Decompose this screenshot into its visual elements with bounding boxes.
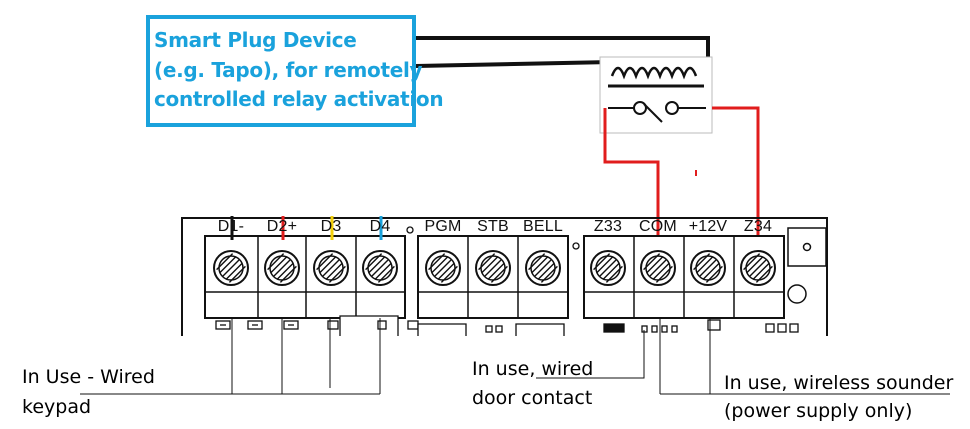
board-led xyxy=(787,284,807,304)
keypad-callout-line2: keypad xyxy=(22,396,92,418)
sounder-callout-line1: In use, wireless sounder xyxy=(724,372,954,394)
screw-d1 xyxy=(213,250,249,286)
terminal-label-pgm: PGM xyxy=(424,218,462,235)
terminal-label-d3: D3 xyxy=(320,218,342,235)
sounder-callout-line2: (power supply only) xyxy=(724,400,913,422)
smart-plug-purpose: controlled relay activation xyxy=(154,87,444,111)
screw-d2 xyxy=(264,250,300,286)
sounder-leader-lines xyxy=(659,318,950,395)
screw-d4 xyxy=(362,250,398,286)
terminal-label-d4: D4 xyxy=(369,218,391,235)
screw-com xyxy=(640,250,676,286)
relay-wire-com xyxy=(603,108,660,258)
plug-wire-bottom xyxy=(415,60,613,68)
relay-wire-z34 xyxy=(712,106,760,258)
screw-z33 xyxy=(590,250,626,286)
screw-stb xyxy=(475,250,511,286)
terminal-label-stb: STB xyxy=(477,218,509,235)
board-components xyxy=(215,315,799,336)
door-callout-line1: In use, wired xyxy=(472,358,594,380)
door-callout-line2: door contact xyxy=(472,387,593,409)
screw-d3 xyxy=(313,250,349,286)
keypad-leader-lines xyxy=(80,318,381,395)
screw-bell xyxy=(525,250,561,286)
screw-12v xyxy=(690,250,726,286)
terminal-label-z33: Z33 xyxy=(593,218,623,235)
keypad-data-wires xyxy=(230,216,383,240)
terminal-label-bell: BELL xyxy=(523,218,563,235)
terminal-label-12v: +12V xyxy=(688,218,728,235)
relay-contact-right xyxy=(665,101,679,115)
screw-z34 xyxy=(740,250,776,286)
board-hole-left xyxy=(406,226,414,234)
plug-wire-top xyxy=(416,36,710,64)
relay-contact-left xyxy=(633,101,647,115)
terminal-label-d1: D1- xyxy=(217,218,245,235)
screw-pgm xyxy=(425,250,461,286)
door-leader-lines xyxy=(536,330,645,379)
terminal-label-d2: D2+ xyxy=(266,218,298,235)
board-hole-right xyxy=(572,242,580,250)
board-outline xyxy=(181,217,828,336)
smart-plug-subtitle: (e.g. Tapo), for remotely xyxy=(154,58,423,82)
board-connector-pin xyxy=(802,242,812,252)
smart-plug-box: Smart Plug Device (e.g. Tapo), for remot… xyxy=(146,15,444,127)
relay-coil-icon xyxy=(610,66,698,80)
relay-switch-arm xyxy=(643,103,663,123)
screw-heads xyxy=(213,250,776,286)
smart-plug-title: Smart Plug Device xyxy=(154,28,357,52)
terminal-label-z34: Z34 xyxy=(743,218,773,235)
keypad-callout-line1: In Use - Wired xyxy=(22,366,155,388)
terminal-label-com: COM xyxy=(639,218,677,235)
relay xyxy=(599,56,713,134)
